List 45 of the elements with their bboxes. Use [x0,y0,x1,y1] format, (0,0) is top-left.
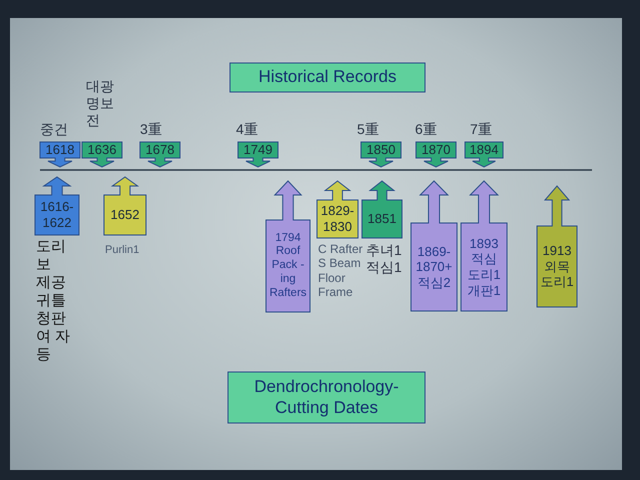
year-marker [140,142,180,167]
year-text: 1749 [244,142,272,158]
title-box [230,63,425,92]
title-text: Historical Records [258,67,396,88]
year-marker [361,142,401,167]
year-text: 1794 Roof Pack -ing Rafters [268,232,308,300]
year-text: 1636 [88,142,116,158]
note-text: 5重 [357,121,380,138]
arrow-box [362,181,402,238]
title-box [228,372,425,423]
arrow-box [537,186,577,307]
note-text: 대광 명보 전 [86,78,115,128]
arrow-box [104,177,146,235]
note-text: 3重 [140,121,163,138]
title-text: Dendrochronology- Cutting Dates [253,377,400,418]
year-text: 1618 [46,142,74,158]
note-text: Purlin1 [105,244,140,258]
arrow-box [461,181,507,311]
year-marker [465,142,503,167]
note-text: 중건 [40,121,69,138]
year-text: 1851 [368,211,396,227]
note-text: 6重 [415,121,438,138]
note-text: 도리 보 제공 귀틀 청판 여 자 등 [36,238,72,364]
year-text: 1870 [422,142,450,158]
year-text: 1678 [146,142,174,158]
year-text: 1850 [366,142,396,158]
year-text: 1893 적심 도리1 개판1 [466,236,502,298]
year-marker [238,142,278,167]
year-marker [40,142,80,167]
year-text: 1869- 1870+ 적심2 [414,244,454,290]
year-text: 1652 [110,207,140,223]
arrow-box [35,177,79,235]
year-text: 1829- 1830 [320,203,356,235]
note-text: 추녀1 적심1 [366,242,403,276]
year-text: 1894 [470,142,498,158]
note-text: 7重 [470,121,493,138]
year-text: 1616- 1622 [39,199,75,231]
note-text: 4重 [236,121,259,138]
year-text: 1913 외목 도리1 [539,243,575,290]
year-marker [82,142,122,167]
arrow-box [317,181,358,238]
arrow-box [411,181,457,311]
year-marker [416,142,456,167]
note-text: C Rafter S Beam Floor Frame [318,242,364,300]
arrow-box [266,181,310,312]
